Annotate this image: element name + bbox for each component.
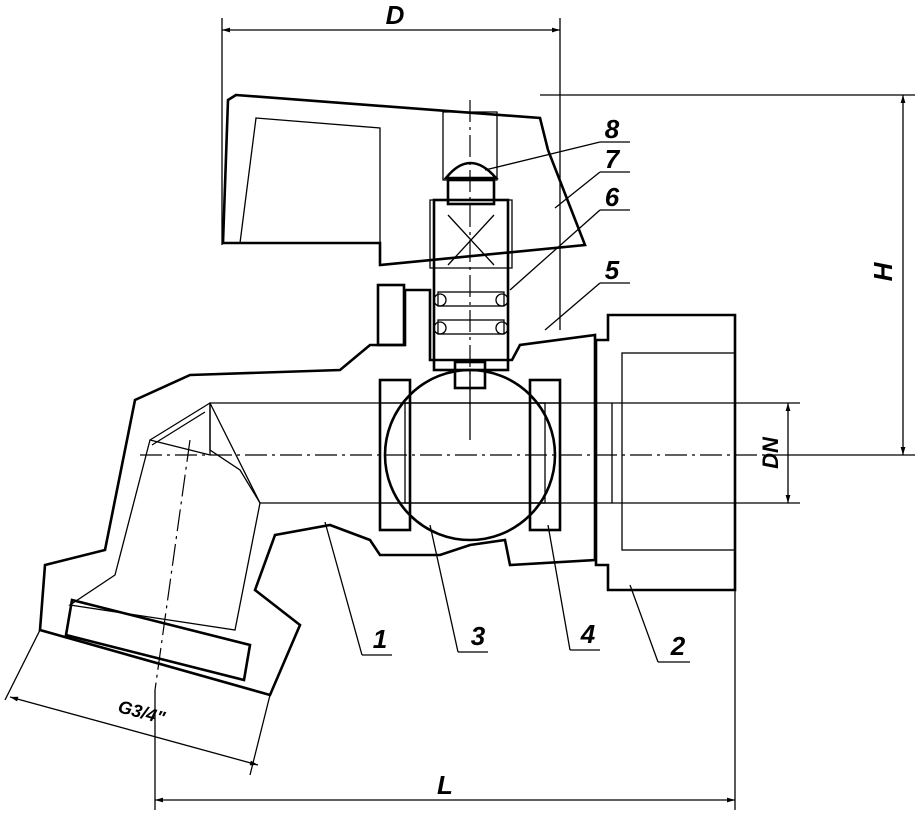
dimension-d-label: D (386, 0, 405, 30)
callout-part-6: 6 (509, 182, 630, 291)
dimension-h: H (540, 94, 915, 456)
part-number-6: 6 (605, 182, 620, 212)
part-number-4: 4 (580, 619, 596, 649)
part-number-2: 2 (670, 631, 686, 661)
dimension-dn-label: DN (758, 436, 783, 469)
callout-part-2: 2 (629, 584, 690, 663)
union-nut-part (594, 313, 737, 592)
dimension-l: L (154, 590, 736, 810)
part-number-3: 3 (471, 621, 486, 651)
callout-part-7: 7 (554, 144, 630, 209)
handle-part (221, 93, 587, 269)
valve-body-part (38, 283, 613, 697)
dimension-l-label: L (437, 770, 453, 800)
part-number-7: 7 (605, 144, 621, 174)
callout-part-8: 8 (484, 114, 630, 171)
callout-part-3: 3 (429, 524, 488, 653)
part-number-8: 8 (605, 114, 620, 144)
callout-part-1: 1 (324, 521, 392, 656)
part-number-5: 5 (605, 255, 620, 285)
stem-part (432, 161, 510, 390)
callout-part-5: 5 (544, 255, 630, 331)
dimension-thread-label: G3/4" (116, 696, 168, 728)
callout-part-4: 4 (547, 524, 600, 651)
part-number-1: 1 (373, 624, 387, 654)
dimension-d: D (221, 0, 561, 330)
dimension-h-label: H (868, 261, 898, 281)
dimension-dn: DN (612, 402, 800, 504)
